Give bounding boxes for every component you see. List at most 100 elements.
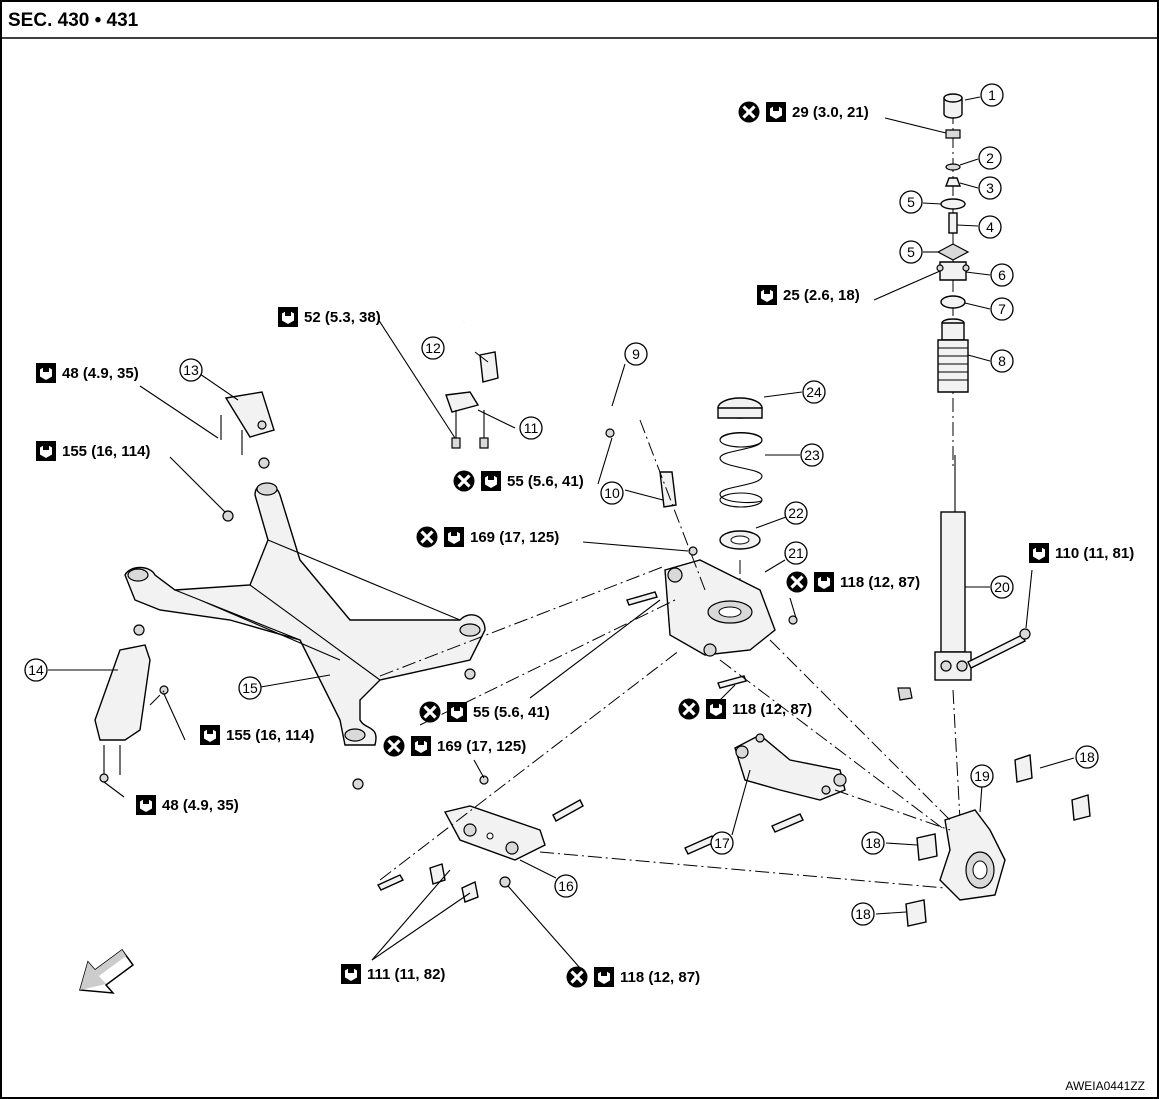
plate-upper bbox=[940, 198, 966, 210]
torque-value: 111 (11, 82) bbox=[367, 966, 445, 983]
callouts-layer: 1234556789101112131415161718181819202122… bbox=[24, 83, 1099, 926]
non-reusable-x-icon bbox=[784, 569, 810, 595]
torque-wrench-icon bbox=[136, 795, 156, 815]
callout-number: 24 bbox=[806, 384, 822, 400]
callout-8: 8 bbox=[990, 349, 1014, 373]
torque-wrench-icon bbox=[814, 572, 834, 592]
torque-value: 52 (5.3, 38) bbox=[304, 309, 381, 326]
torque-value: 118 (12, 87) bbox=[840, 574, 920, 591]
callout-22: 22 bbox=[784, 501, 808, 525]
torque-wrench-icon bbox=[766, 102, 786, 122]
mount-plate bbox=[936, 243, 970, 261]
torque-value: 155 (16, 114) bbox=[62, 443, 150, 460]
callout-number: 17 bbox=[714, 835, 730, 851]
torque-spec-t111: 111 (11, 82) bbox=[341, 964, 445, 984]
stabilizer-bushing bbox=[479, 351, 499, 383]
callout-number: 23 bbox=[804, 447, 820, 463]
torque-spec-t118c: 118 (12, 87) bbox=[564, 964, 700, 990]
torque-spec-t155a: 155 (16, 114) bbox=[36, 441, 150, 461]
callout-18a: 18 bbox=[1075, 745, 1099, 769]
torque-spec-t169a: 169 (17, 125) bbox=[414, 524, 559, 550]
callout-number: 6 bbox=[998, 267, 1006, 283]
torque-spec-t55a: 55 (5.6, 41) bbox=[451, 468, 584, 494]
upper-link bbox=[734, 734, 846, 801]
torque-spec-t118a: 118 (12, 87) bbox=[784, 569, 920, 595]
callout-number: 18 bbox=[1079, 749, 1095, 765]
torque-value: 118 (12, 87) bbox=[732, 701, 812, 718]
leader-lines bbox=[48, 96, 1075, 969]
non-reusable-x-icon bbox=[417, 699, 443, 725]
callout-number: 2 bbox=[986, 150, 994, 166]
torque-spec-t52: 52 (5.3, 38) bbox=[278, 307, 381, 327]
member-bracket bbox=[224, 391, 275, 438]
torque-spec-t48b: 48 (4.9, 35) bbox=[136, 795, 239, 815]
callout-number: 5 bbox=[907, 194, 915, 210]
stabilizer-clamp bbox=[445, 391, 480, 413]
callout-number: 5 bbox=[907, 244, 915, 260]
callout-19: 19 bbox=[970, 764, 994, 788]
callout-number: 18 bbox=[855, 906, 871, 922]
callout-number: 9 bbox=[632, 346, 640, 362]
callout-number: 1 bbox=[988, 87, 996, 103]
callout-13: 13 bbox=[179, 358, 203, 382]
torque-wrench-icon bbox=[757, 285, 777, 305]
links-group bbox=[376, 546, 1091, 927]
bushing-18b bbox=[1071, 794, 1091, 821]
torque-wrench-icon bbox=[444, 527, 464, 547]
torque-spec-t29: 29 (3.0, 21) bbox=[736, 99, 869, 125]
spring-seat bbox=[940, 295, 966, 309]
torque-wrench-icon bbox=[481, 471, 501, 491]
callout-5a: 5 bbox=[899, 190, 923, 214]
callout-number: 16 bbox=[558, 878, 574, 894]
callout-number: 22 bbox=[788, 505, 804, 521]
bound-bumper bbox=[937, 339, 969, 393]
strut-nut bbox=[945, 129, 961, 139]
assembly-lines bbox=[149, 419, 951, 889]
callout-10: 10 bbox=[600, 481, 624, 505]
distance-tube bbox=[948, 212, 958, 234]
torque-value: 155 (16, 114) bbox=[226, 727, 314, 744]
suspension-member bbox=[94, 391, 486, 790]
torque-value: 55 (5.6, 41) bbox=[473, 704, 550, 721]
torques-layer: 29 (3.0, 21) 25 (2.6, 18) 52 (5.3, 38) 48 (… bbox=[36, 99, 1134, 990]
torque-value: 48 (4.9, 35) bbox=[62, 365, 139, 382]
callout-11: 11 bbox=[519, 416, 543, 440]
torque-wrench-icon bbox=[594, 967, 614, 987]
callout-24: 24 bbox=[802, 380, 826, 404]
torque-spec-t25: 25 (2.6, 18) bbox=[757, 285, 860, 305]
callout-16: 16 bbox=[554, 874, 578, 898]
callout-18c: 18 bbox=[851, 902, 875, 926]
callout-5b: 5 bbox=[899, 240, 923, 264]
torque-spec-t110: 110 (11, 81) bbox=[1029, 543, 1134, 563]
non-reusable-x-icon bbox=[736, 99, 762, 125]
torque-value: 29 (3.0, 21) bbox=[792, 104, 869, 121]
callout-number: 18 bbox=[865, 835, 881, 851]
callout-number: 12 bbox=[425, 340, 441, 356]
callout-number: 20 bbox=[994, 579, 1010, 595]
torque-value: 48 (4.9, 35) bbox=[162, 797, 239, 814]
non-reusable-x-icon bbox=[676, 696, 702, 722]
torque-spec-t55b: 55 (5.6, 41) bbox=[417, 699, 550, 725]
callout-9: 9 bbox=[624, 342, 648, 366]
torque-value: 25 (2.6, 18) bbox=[783, 287, 860, 304]
member-stay bbox=[94, 644, 151, 741]
bushing-18d bbox=[905, 899, 927, 927]
callout-number: 8 bbox=[998, 353, 1006, 369]
torque-value: 55 (5.6, 41) bbox=[507, 473, 584, 490]
torque-spec-t155b: 155 (16, 114) bbox=[200, 725, 314, 745]
callout-18b: 18 bbox=[861, 831, 885, 855]
coil-spring bbox=[719, 431, 763, 504]
callout-1: 1 bbox=[980, 83, 1004, 107]
callout-14: 14 bbox=[24, 658, 48, 682]
non-reusable-x-icon bbox=[414, 524, 440, 550]
callout-4: 4 bbox=[978, 215, 1002, 239]
torque-wrench-icon bbox=[447, 702, 467, 722]
non-reusable-x-icon bbox=[381, 733, 407, 759]
callout-2: 2 bbox=[978, 146, 1002, 170]
callout-number: 10 bbox=[604, 485, 620, 501]
non-reusable-x-icon bbox=[564, 964, 590, 990]
torque-spec-t169b: 169 (17, 125) bbox=[381, 733, 526, 759]
torque-wrench-icon bbox=[36, 441, 56, 461]
callout-3: 3 bbox=[978, 176, 1002, 200]
torque-spec-t48a: 48 (4.9, 35) bbox=[36, 363, 139, 383]
